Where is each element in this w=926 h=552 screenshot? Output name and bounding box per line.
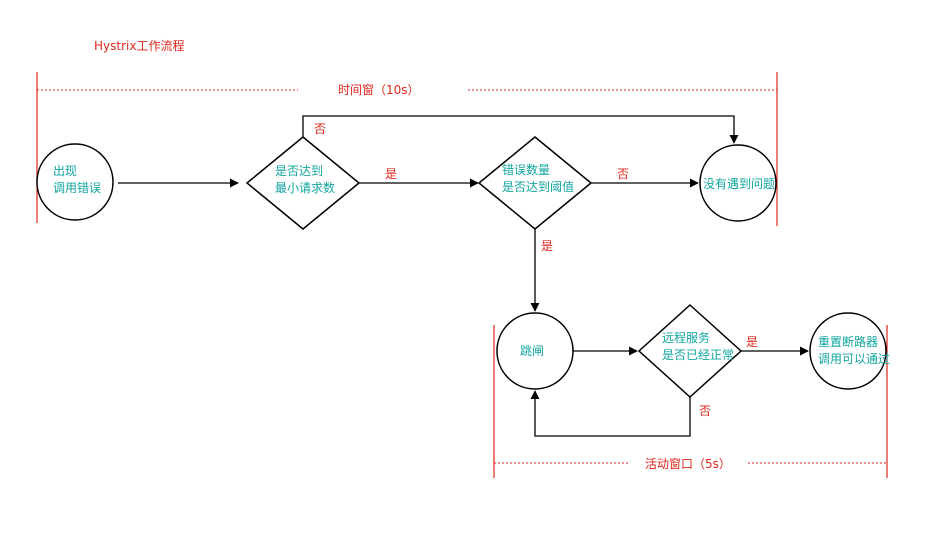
node-trip-label: 跳闸 [520,344,545,358]
node-reset-breaker [809,312,887,390]
time-window-label: 时间窗（10s） [338,83,420,97]
diagram-title: Hystrix工作流程 [94,39,185,53]
edge-label-yes-down: 是 [541,239,554,253]
active-window-label: 活动窗口（5s） [645,457,731,471]
node-remote-normal-label-1: 远程服务 [662,331,711,345]
node-no-problem-label: 没有遇到问题 [703,177,776,191]
edge-label-yes-reset: 是 [746,335,759,349]
node-no-problem [699,144,777,222]
node-error-occurs-label-1: 出现 [53,164,78,178]
edge-label-no-back: 否 [699,404,712,418]
node-min-requests-label-2: 最小请求数 [275,181,336,195]
node-min-requests-label-1: 是否达到 [275,164,324,178]
node-remote-normal-label-2: 是否已经正常 [662,348,735,362]
node-error-occurs [36,143,114,221]
edge-label-no-top: 否 [314,122,327,136]
node-error-threshold-label-2: 是否达到阈值 [502,180,575,194]
edge-remote-no-to-trip [530,390,691,437]
node-reset-breaker-label-1: 重置断路器 [818,335,879,349]
edge-label-yes-1: 是 [385,167,398,181]
edge-min-no-to-noproblem [302,115,739,144]
edge-label-no-2: 否 [617,167,630,181]
node-reset-breaker-label-2: 调用可以通过 [818,352,891,366]
node-error-occurs-label-2: 调用错误 [53,181,102,195]
node-error-threshold-label-1: 错误数量 [502,163,551,177]
node-min-requests [245,136,361,230]
